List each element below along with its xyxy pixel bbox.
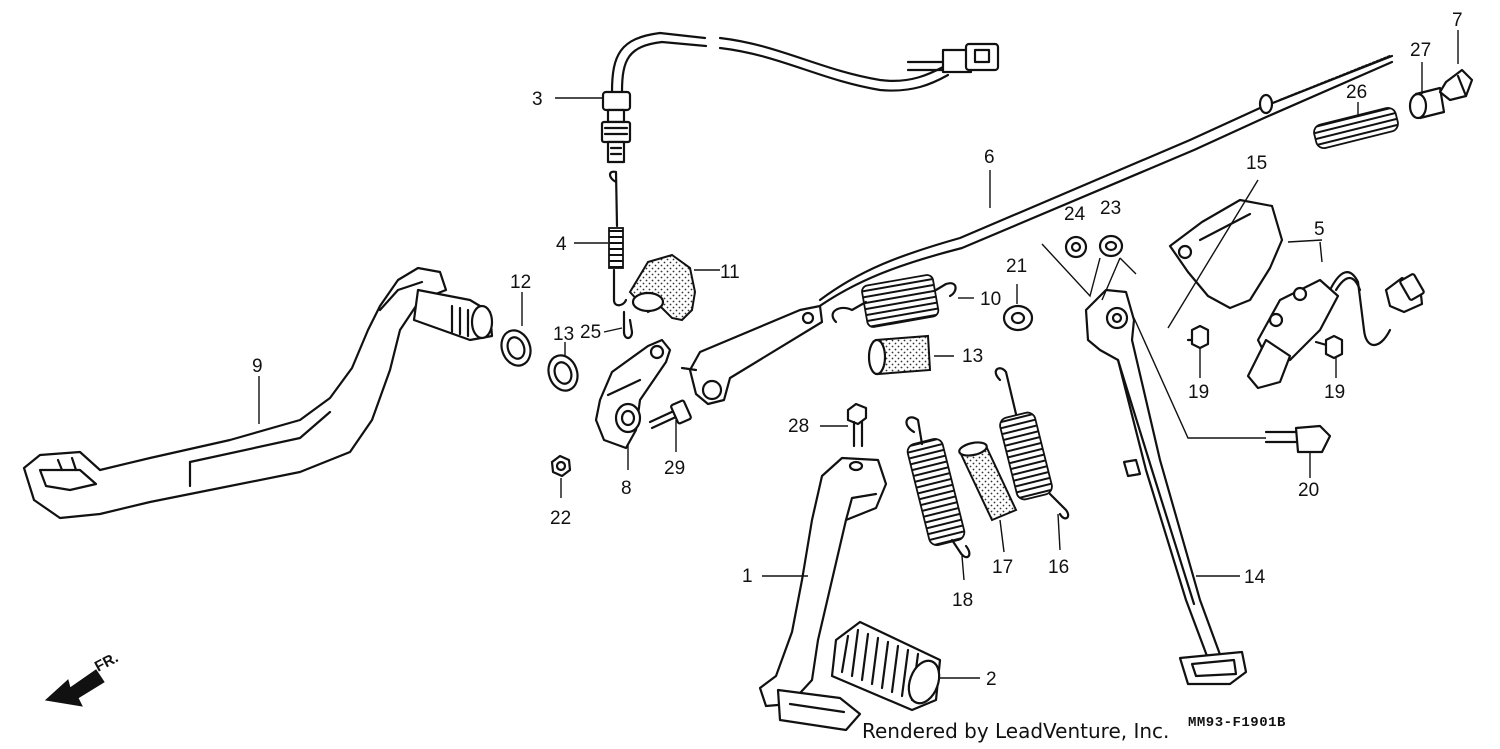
pedal-arm: [758, 456, 888, 732]
callout-13b: 13: [553, 324, 574, 345]
spring-15: [994, 367, 1070, 520]
stop-switch-wire: [600, 31, 1000, 164]
callout-1: 1: [742, 566, 753, 587]
brake-rod: [680, 54, 1394, 406]
stand-bracket: [1168, 198, 1284, 310]
callout-19b: 19: [1324, 382, 1345, 403]
callout-23: 24: [1064, 204, 1086, 225]
callout-labels: 3 4 11 25 12 13 9 8 29 22 6 24 23 21 10 …: [252, 10, 1463, 690]
collar: [867, 334, 932, 376]
callout-12: 11: [720, 262, 740, 283]
nut: [550, 454, 572, 478]
callout-21: 21: [1006, 256, 1027, 277]
bolt-28: [846, 402, 868, 448]
arm-bolt: [648, 399, 692, 430]
collar-17: [958, 441, 1018, 522]
return-spring: [831, 274, 957, 328]
trunnion: [1408, 86, 1446, 120]
callout-22: 23: [1100, 198, 1121, 219]
figure-code: MM93-F1901B: [1188, 715, 1286, 731]
switch-cover: [628, 253, 697, 322]
rod-spring: [1313, 106, 1399, 150]
small-spring: [608, 170, 628, 307]
pedal-rubber: [830, 620, 942, 712]
brake-arm: [594, 338, 672, 450]
render-credit: Rendered by LeadVenture, Inc.: [862, 719, 1169, 743]
leader-lines: [258, 30, 1459, 679]
callout-14: 14: [1244, 567, 1266, 588]
adjusting-nut: [1438, 68, 1474, 102]
callout-20: 20: [1298, 480, 1319, 501]
callout-3: 3: [532, 89, 543, 110]
callout-17: 17: [992, 557, 1013, 578]
washer-23: [1064, 235, 1088, 259]
pivot-bolt: [1264, 424, 1332, 454]
bolt-19-b: [1314, 334, 1344, 360]
callout-29: 29: [664, 458, 685, 479]
callout-6: 6: [984, 147, 995, 168]
callout-8: 8: [621, 478, 632, 499]
washer-22: [1098, 234, 1124, 258]
front-direction-arrow: FR.: [44, 649, 121, 707]
washer-21: [1002, 304, 1034, 332]
callout-10: 10: [980, 289, 1001, 310]
callout-18: 18: [952, 590, 973, 611]
callout-24: 22: [550, 508, 571, 529]
callout-2: 2: [986, 669, 997, 690]
callout-15: 16: [1048, 557, 1069, 578]
callout-28: 28: [788, 416, 809, 437]
oil-seal-b: [547, 354, 579, 392]
callout-4: 4: [556, 234, 567, 255]
callout-7: 7: [1452, 10, 1463, 31]
callout-27: 27: [1410, 40, 1431, 61]
callout-16: 15: [1246, 153, 1267, 174]
brake-pedal: [22, 266, 494, 520]
callout-9: 9: [252, 356, 263, 377]
callout-13a: 12: [510, 272, 531, 293]
oil-seal-a: [500, 329, 532, 367]
side-stand-switch: [1246, 271, 1425, 390]
callout-19a: 19: [1188, 382, 1209, 403]
callout-26: 26: [1346, 82, 1367, 103]
cotter-pin: [622, 310, 634, 340]
spring-18: [905, 416, 971, 559]
callout-11: 13: [962, 346, 983, 367]
callout-5: 5: [1314, 219, 1325, 240]
callout-25: 25: [580, 322, 601, 343]
main-stand: [1084, 288, 1248, 686]
bolt-19-a: [1186, 324, 1210, 350]
